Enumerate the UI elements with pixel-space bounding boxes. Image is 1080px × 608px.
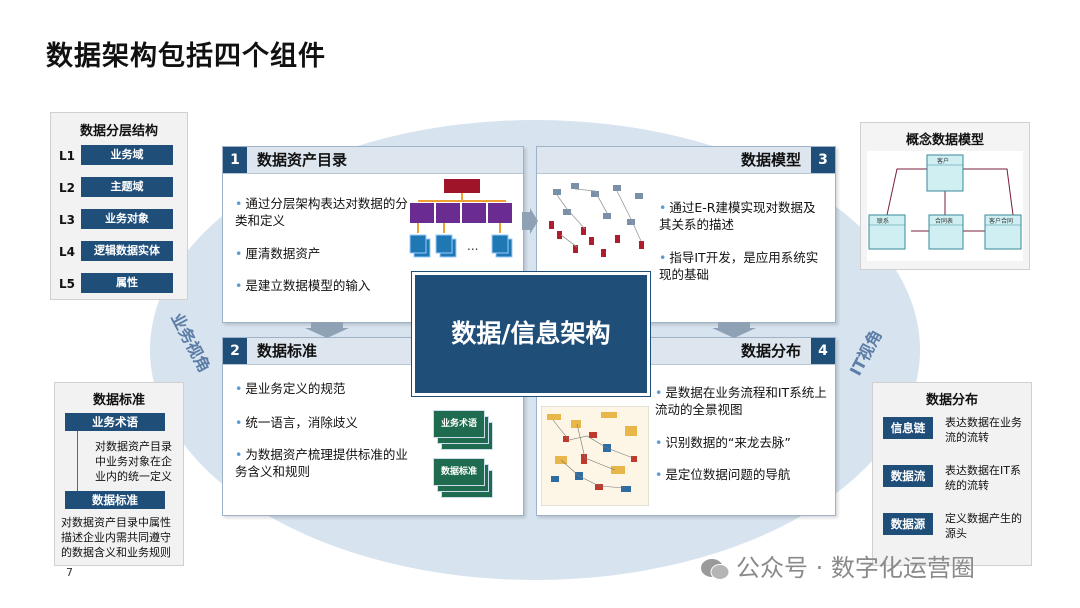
panel-bullet: •是业务定义的规范 [235, 381, 346, 396]
level-bar: 业务对象 [81, 209, 173, 229]
down-arrow-icon [305, 322, 349, 338]
level-bar: 主题域 [81, 177, 173, 197]
svg-text:联系: 联系 [877, 217, 889, 225]
panel-bullet: •识别数据的“来龙去脉” [655, 435, 791, 450]
right-arrow-icon [522, 208, 538, 234]
data-source-tag: 数据源 [883, 513, 933, 535]
panel-data-model: 3 数据模型 •通过E-R建模实现对数据及其关系的描述 •指导IT开发，是应用系… [536, 146, 836, 323]
panel-bullet: •是定位数据问题的导航 [655, 467, 791, 482]
svg-text:合同表: 合同表 [935, 217, 953, 225]
panel-header [537, 147, 835, 174]
panel-title: 数据标准 [257, 342, 318, 360]
level-bar: 业务域 [81, 145, 173, 165]
info-chain-desc: 表达数据在业务流的流转 [945, 416, 1022, 444]
level-code: L1 [59, 149, 75, 163]
level-code: L4 [59, 245, 75, 259]
page-title: 数据架构包括四个组件 [46, 41, 326, 72]
panel-number: 3 [811, 147, 835, 173]
level-bar: 逻辑数据实体 [81, 241, 173, 261]
level-code: L2 [59, 181, 75, 195]
data-standard-tag: 数据标准 [65, 491, 165, 509]
data-standard-desc: 对数据资产目录中属性描述企业内需共同遵守的数据含义和业务规则 [61, 516, 171, 559]
panel-bullet: •通过分层架构表达对数据的分类和定义 [235, 196, 408, 228]
wechat-icon [700, 557, 730, 581]
ellipsis-text: ... [467, 239, 479, 253]
business-term-card: 业务术语 [433, 410, 485, 438]
panel-number: 4 [811, 338, 835, 364]
info-chain-tag: 信息链 [883, 417, 933, 439]
data-standard-title: 数据标准 [92, 393, 145, 408]
svg-text:客户合同: 客户合同 [989, 217, 1013, 225]
panel-bullet: •统一语言，消除歧义 [235, 415, 358, 430]
layer-structure-title: 数据分层结构 [79, 124, 158, 139]
panel-title: 数据模型 [740, 151, 801, 169]
panel-bullet: •厘清数据资产 [235, 246, 321, 261]
panel-bullet: •为数据资产梳理提供标准的业务含义和规则 [235, 447, 408, 479]
layer-structure-box: 数据分层结构 L1 业务域 L2 主题域 L3 业务对象 L4 逻辑数据实体 L… [50, 112, 188, 300]
data-distribution-box: 数据分布 信息链 表达数据在业务流的流转 数据流 表达数据在IT系统的流转 数据… [872, 382, 1032, 566]
data-flow-tag: 数据流 [883, 465, 933, 487]
concept-model-box: 概念数据模型 客户 联系 合同表 客户合同 [860, 122, 1030, 270]
panel-header [223, 147, 523, 174]
level-bar: 属性 [81, 273, 173, 293]
watermark: 公众号 · 数字化运营圈 [700, 548, 975, 583]
er-model-thumbnail-icon [549, 183, 644, 257]
panel-bullet: •通过E-R建模实现对数据及其关系的描述 [659, 200, 816, 232]
panel-bullet: •指导IT开发，是应用系统实现的基础 [659, 250, 819, 282]
hierarchy-icon [409, 179, 513, 258]
panel-title: 数据分布 [740, 342, 801, 360]
data-standard-box: 数据标准 业务术语 对数据资产目录中业务对象在企业内的统一定义 数据标准 对数据… [54, 382, 184, 566]
data-standard-card: 数据标准 [433, 458, 485, 486]
svg-text:客户: 客户 [937, 157, 949, 165]
panel-bullet: •是数据在业务流程和IT系统上流动的全景视图 [655, 385, 827, 417]
concept-model-title: 概念数据模型 [905, 133, 984, 148]
data-source-desc: 定义数据产生的源头 [945, 512, 1022, 540]
data-flow-desc: 表达数据在IT系统的流转 [945, 464, 1021, 492]
center-data-architecture-box: 数据/信息架构 [412, 272, 650, 396]
level-code: L5 [59, 277, 75, 291]
data-distribution-title: 数据分布 [925, 393, 978, 408]
concept-er-diagram-icon: 客户 联系 合同表 客户合同 [867, 151, 1023, 261]
panel-number: 2 [223, 338, 247, 364]
panel-data-asset-catalog: 1 数据资产目录 •通过分层架构表达对数据的分类和定义 •厘清数据资产 •是建立… [222, 146, 524, 323]
panel-bullet: •是建立数据模型的输入 [235, 278, 371, 293]
level-code: L3 [59, 213, 75, 227]
page-number: 7 [66, 566, 73, 579]
down-arrow-icon [712, 322, 756, 338]
business-term-tag: 业务术语 [65, 413, 165, 431]
panel-title: 数据资产目录 [257, 151, 348, 169]
panel-number: 1 [223, 147, 247, 173]
business-term-desc: 对数据资产目录中业务对象在企业内的统一定义 [95, 440, 172, 483]
distribution-map-thumbnail-icon [541, 406, 649, 506]
